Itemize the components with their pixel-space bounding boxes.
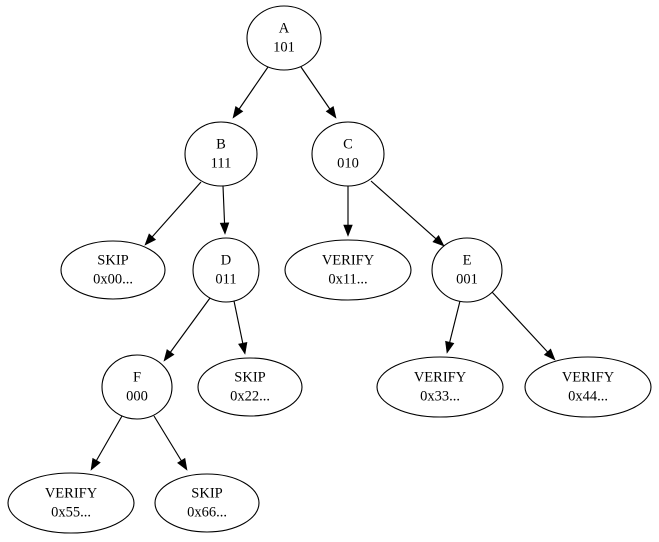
node-verify55-ellipse[interactable] bbox=[7, 472, 135, 534]
edge-a-to-c bbox=[300, 66, 337, 119]
node-verify33-label-line1: VERIFY bbox=[414, 369, 467, 385]
node-a[interactable]: A 101 bbox=[246, 5, 322, 71]
node-f-label-line1: F bbox=[133, 369, 141, 385]
node-e-circle[interactable] bbox=[431, 237, 503, 303]
edges-layer bbox=[90, 66, 556, 471]
edge-f-to-verify55 bbox=[90, 415, 123, 471]
node-d[interactable]: D 011 bbox=[192, 237, 260, 303]
node-e-label-line1: E bbox=[463, 252, 472, 268]
node-b-label-line1: B bbox=[216, 136, 226, 152]
node-verify44-label-line1: VERIFY bbox=[562, 369, 615, 385]
node-a-label-line1: A bbox=[279, 20, 290, 36]
node-skip22-label-line2: 0x22... bbox=[230, 388, 270, 404]
node-verify11-label-line1: VERIFY bbox=[322, 252, 375, 268]
node-skip22-label-line1: SKIP bbox=[234, 369, 265, 385]
node-b-label-line2: 111 bbox=[211, 155, 232, 171]
edge-d-to-f bbox=[163, 297, 211, 362]
node-skip0-label-line2: 0x00... bbox=[93, 271, 133, 287]
node-b-circle[interactable] bbox=[184, 121, 258, 187]
node-skip0-label-line1: SKIP bbox=[97, 252, 128, 268]
node-skip66-label-line2: 0x66... bbox=[187, 504, 227, 520]
edge-e-to-verify44 bbox=[491, 291, 556, 361]
node-verify44[interactable]: VERIFY 0x44... bbox=[524, 356, 652, 418]
node-verify11-ellipse[interactable] bbox=[284, 239, 412, 301]
node-c-circle[interactable] bbox=[311, 121, 385, 187]
node-verify33-ellipse[interactable] bbox=[376, 356, 504, 418]
node-f-circle[interactable] bbox=[101, 354, 173, 420]
edge-b-to-skip0 bbox=[144, 181, 202, 246]
node-d-label-line2: 011 bbox=[215, 271, 236, 287]
node-skip0-ellipse[interactable] bbox=[60, 240, 166, 300]
edge-c-to-verify11 bbox=[343, 186, 353, 237]
node-verify55-label-line1: VERIFY bbox=[45, 485, 98, 501]
node-skip66[interactable]: SKIP 0x66... bbox=[154, 473, 260, 533]
node-d-circle[interactable] bbox=[192, 237, 260, 303]
node-e-label-line2: 001 bbox=[456, 271, 478, 287]
edge-e-to-verify33 bbox=[445, 300, 461, 354]
node-verify33-label-line2: 0x33... bbox=[420, 388, 460, 404]
edge-f-to-skip66 bbox=[153, 415, 188, 471]
node-verify55-label-line2: 0x55... bbox=[51, 504, 91, 520]
node-e[interactable]: E 001 bbox=[431, 237, 503, 303]
node-skip22[interactable]: SKIP 0x22... bbox=[197, 357, 303, 417]
node-c[interactable]: C 010 bbox=[311, 121, 385, 187]
node-verify44-ellipse[interactable] bbox=[524, 356, 652, 418]
node-c-label-line2: 010 bbox=[337, 155, 359, 171]
node-verify11-label-line2: 0x11... bbox=[328, 271, 367, 287]
node-b[interactable]: B 111 bbox=[184, 121, 258, 187]
node-skip0[interactable]: SKIP 0x00... bbox=[60, 240, 166, 300]
node-verify55[interactable]: VERIFY 0x55... bbox=[7, 472, 135, 534]
edge-a-to-b bbox=[232, 66, 269, 119]
edge-c-to-e bbox=[370, 180, 445, 247]
node-skip66-ellipse[interactable] bbox=[154, 473, 260, 533]
node-f[interactable]: F 000 bbox=[101, 354, 173, 420]
node-skip66-label-line1: SKIP bbox=[191, 485, 222, 501]
node-skip22-ellipse[interactable] bbox=[197, 357, 303, 417]
nodes-layer: A101B111C010SKIP0x00...D011VERIFY0x11...… bbox=[7, 5, 652, 534]
node-f-label-line2: 000 bbox=[126, 388, 148, 404]
node-verify44-label-line2: 0x44... bbox=[568, 388, 608, 404]
node-verify11[interactable]: VERIFY 0x11... bbox=[284, 239, 412, 301]
edge-b-to-d bbox=[219, 185, 230, 235]
node-a-circle[interactable] bbox=[246, 5, 322, 71]
node-verify33[interactable]: VERIFY 0x33... bbox=[376, 356, 504, 418]
edge-d-to-skip22 bbox=[233, 300, 248, 355]
node-a-label-line2: 101 bbox=[273, 39, 295, 55]
node-d-label-line1: D bbox=[221, 252, 231, 268]
node-c-label-line1: C bbox=[343, 136, 353, 152]
